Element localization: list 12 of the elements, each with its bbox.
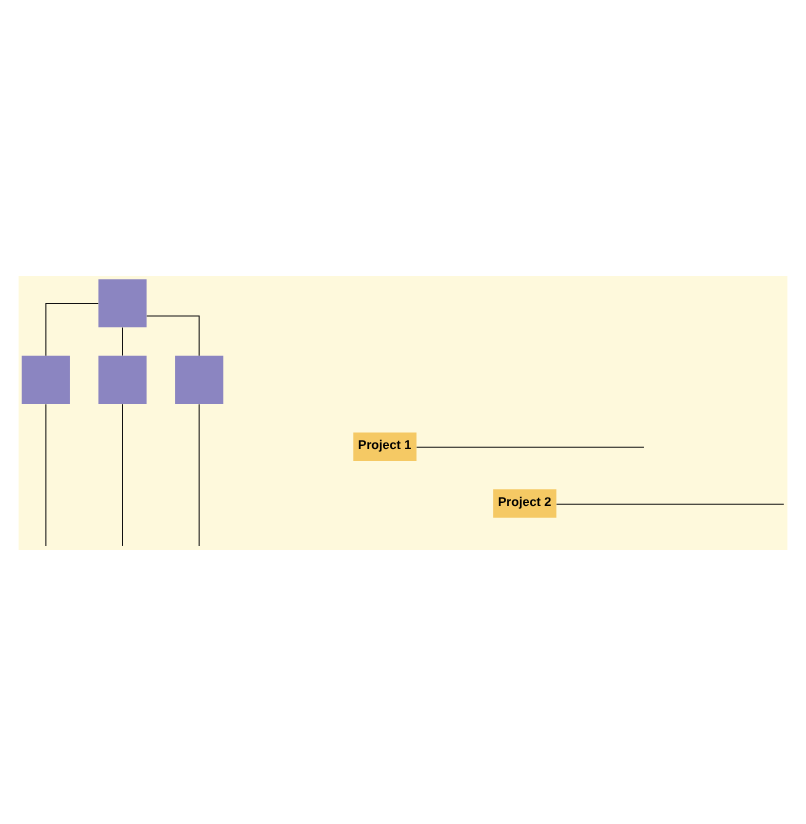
connector bbox=[122, 402, 124, 546]
node-box bbox=[98, 278, 147, 327]
node-box bbox=[98, 354, 147, 403]
node-box bbox=[21, 354, 70, 403]
node-box bbox=[175, 354, 224, 403]
connector bbox=[556, 502, 785, 504]
connector bbox=[45, 301, 99, 356]
connector bbox=[198, 402, 200, 546]
connector bbox=[416, 445, 645, 447]
connector bbox=[146, 314, 200, 356]
connector bbox=[45, 402, 47, 546]
connector bbox=[122, 326, 124, 356]
